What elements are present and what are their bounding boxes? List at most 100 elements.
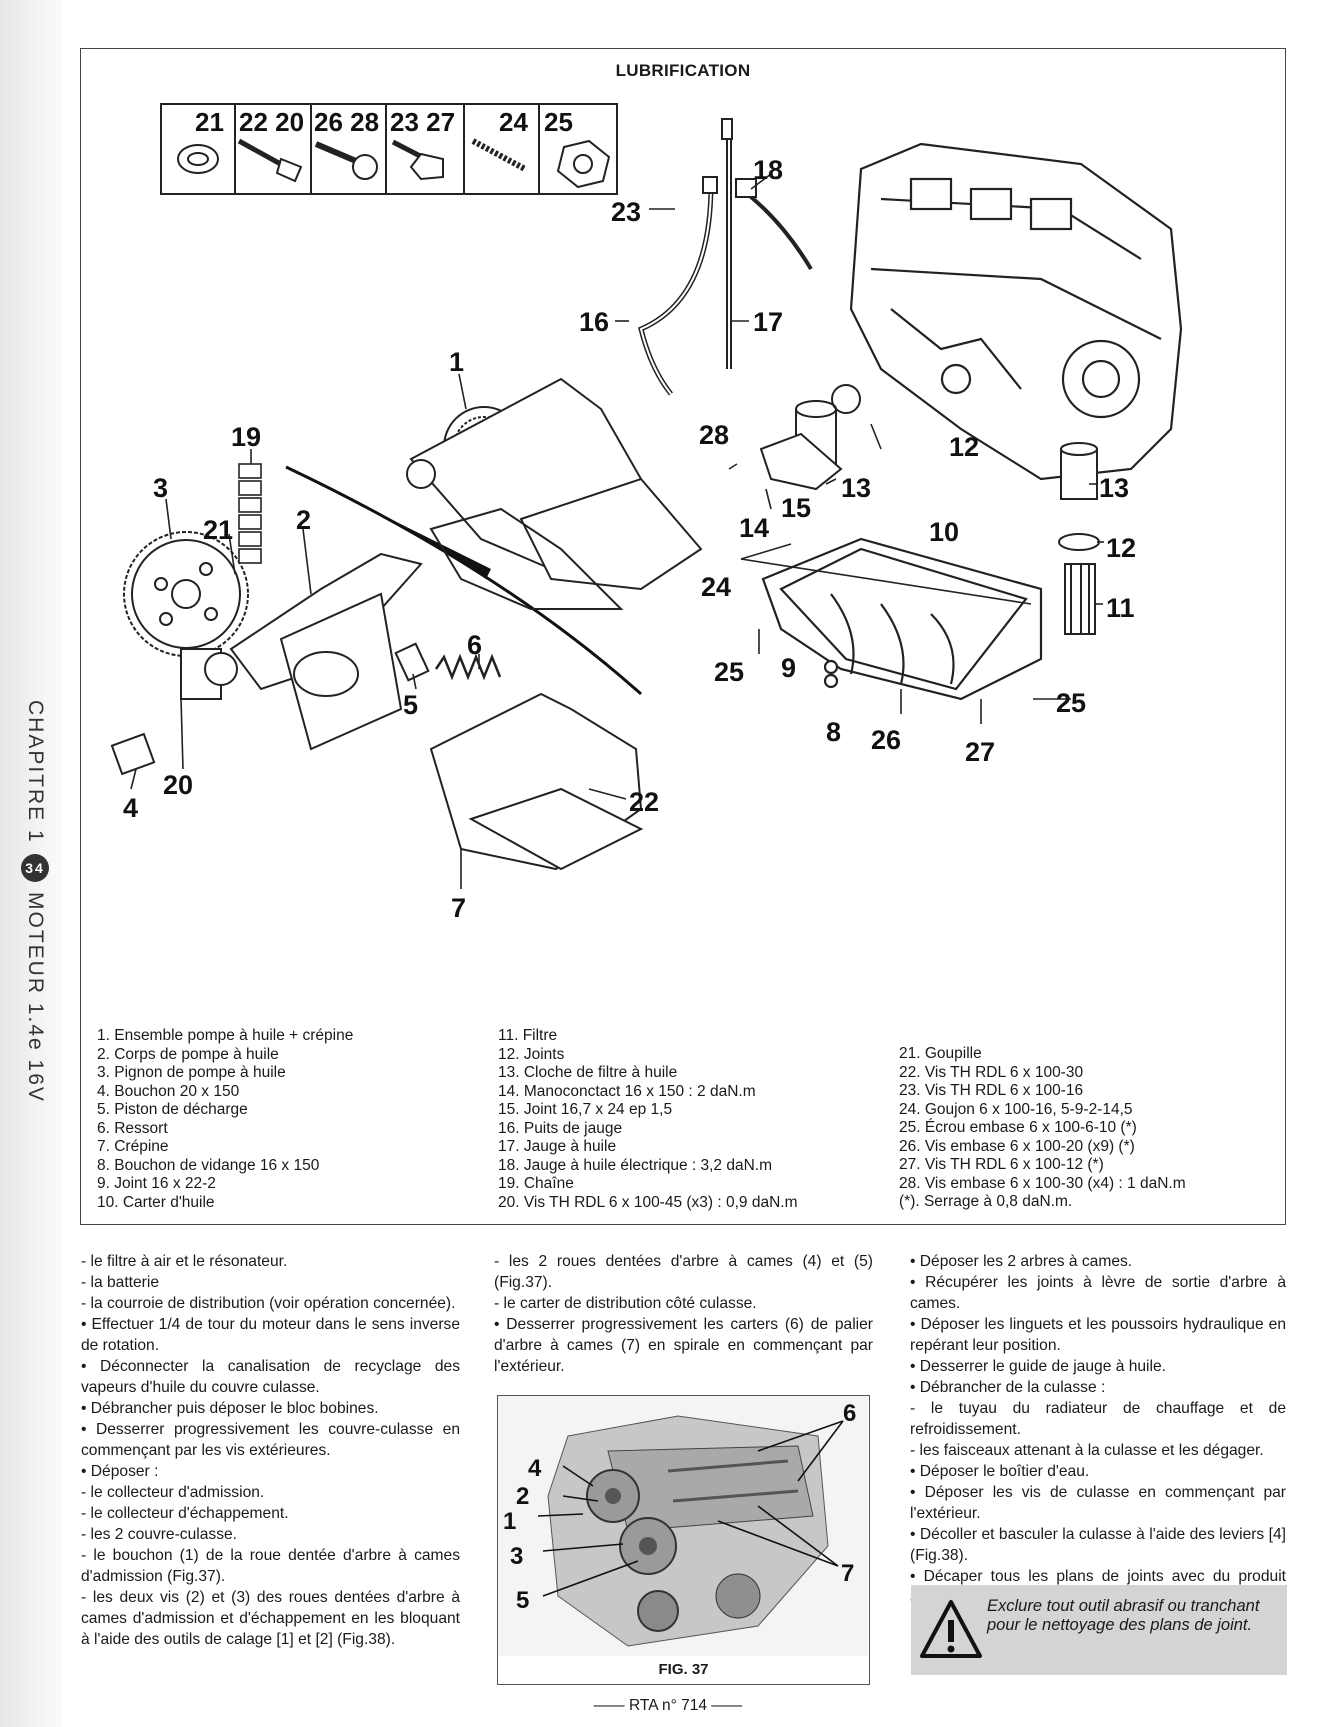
fastener-table-labels: 21 22 20 26 28 23 27 24 25: [195, 107, 573, 137]
warning-icon: [920, 1600, 982, 1658]
text-line: - le carter de distribution côté culasse…: [494, 1295, 757, 1312]
text-line: • Desserrer progressivement les couvre-c…: [81, 1421, 460, 1459]
legend-item: (*). Serrage à 0,8 daN.m.: [899, 1193, 1073, 1210]
text-line: • Débrancher puis déposer le bloc bobine…: [81, 1400, 379, 1417]
lubrification-figure: LUBRIFICATION 21 22 20 26 28 23 27 24 25: [80, 48, 1286, 1225]
exploded-diagram: 21 22 20 26 28 23 27 24 25: [110, 103, 1183, 923]
text-line: • Déconnecter la canalisation de recycla…: [81, 1358, 460, 1396]
page-number-badge: 34: [21, 853, 49, 882]
oil-strainer: [429, 507, 644, 871]
text-line: - le collecteur d'échappement.: [81, 1505, 289, 1522]
text-line: • Déposer le boîtier d'eau.: [910, 1463, 1090, 1480]
legend-item: 18. Jauge à huile électrique : 3,2 daN.m: [498, 1156, 773, 1174]
text-column-2: - les 2 roues dentées d'arbre à cames (4…: [494, 1251, 873, 1377]
leader-lines: [130, 173, 1104, 889]
text-line: - les faisceaux attenant à la culasse et…: [910, 1442, 1264, 1459]
text-line: • Déposer les vis de culasse en commença…: [910, 1484, 1286, 1522]
text-line: - le bouchon (1) de la roue dentée d'arb…: [81, 1547, 460, 1585]
callout-12a: 12: [949, 432, 979, 462]
oil-pump-gear: [123, 531, 249, 657]
callout-21: 21: [203, 515, 233, 545]
callout-8: 8: [826, 717, 841, 747]
legend-item: 24. Goujon 6 x 100-16, 5-9-2-14,5: [899, 1100, 1133, 1118]
callout-13b: 13: [841, 473, 871, 503]
callout-14: 14: [739, 513, 769, 543]
callout-6: 6: [467, 630, 482, 660]
callout-numbers: 1 2 3 4 5 6 7 8 9 10 11 12 12 13 13 14 1…: [123, 155, 1136, 923]
legend-item: 26. Vis embase 6 x 100-20 (x9) (*): [899, 1137, 1135, 1155]
engine-photo-illustration: 4 2 1 3 5 6 7: [498, 1396, 868, 1656]
figure-title: LUBRIFICATION: [615, 61, 751, 80]
oil-sump: [761, 537, 1043, 701]
text-line: • Débrancher de la culasse :: [910, 1379, 1106, 1396]
warning-callout: Exclure tout outil abrasif ou tranchant …: [911, 1585, 1287, 1675]
text-line: • Récupérer les joints à lèvre de sortie…: [910, 1274, 1286, 1312]
callout-5: 5: [403, 690, 418, 720]
hex-bolt-icon: [391, 139, 444, 181]
chapter-label: CHAPITRE 1: [24, 700, 47, 844]
legend-item: 1. Ensemble pompe à huile + crépine: [97, 1027, 354, 1044]
callout-22: 22: [629, 787, 659, 817]
legend-item: 19. Chaîne: [498, 1175, 574, 1192]
callout-16: 16: [579, 307, 609, 337]
legend-item: 3. Pignon de pompe à huile: [97, 1064, 286, 1081]
callout-25b: 25: [1056, 688, 1086, 718]
callout-18: 18: [753, 155, 783, 185]
legend-item: 10. Carter d'huile: [97, 1193, 215, 1211]
text-line: • Décoller et basculer la culasse à l'ai…: [910, 1526, 1286, 1564]
table-label-23-27: 23 27: [390, 107, 455, 137]
callout-1: 1: [449, 347, 464, 377]
legend-item: 12. Joints: [498, 1045, 565, 1063]
callout-13a: 13: [1099, 473, 1129, 503]
legend-item: 11. Filtre: [498, 1027, 558, 1044]
page-footer: —— RTA n° 714 ——: [593, 1697, 743, 1714]
fig37-photo: 4 2 1 3 5 6 7 FIG. 37: [497, 1395, 870, 1685]
text-line: • Desserrer le guide de jauge à huile.: [910, 1358, 1166, 1375]
legend-item: 23. Vis TH RDL 6 x 100-16: [899, 1082, 1084, 1099]
callout-17: 17: [753, 307, 783, 337]
callout-9: 9: [781, 653, 796, 683]
callout-27: 27: [965, 737, 995, 767]
text-line: - le filtre à air et le résonateur.: [81, 1253, 288, 1270]
text-line: - la courroie de distribution (voir opér…: [81, 1295, 456, 1312]
table-label-25: 25: [544, 107, 573, 137]
bolt-icon: [237, 138, 303, 183]
legend-item: 17. Jauge à huile: [498, 1138, 617, 1155]
photo-label-3: 3: [510, 1543, 523, 1570]
legend-column-3: 21. Goupille 22. Vis TH RDL 6 x 100-30 2…: [899, 1045, 1186, 1212]
callout-10: 10: [929, 517, 959, 547]
legend-item: 22. Vis TH RDL 6 x 100-30: [899, 1063, 1084, 1081]
callout-19: 19: [231, 422, 261, 452]
stud-icon: [471, 138, 527, 172]
callout-15: 15: [781, 493, 811, 523]
dowel-icon: [177, 144, 219, 174]
legend-item: 14. Manoconctact 16 x 150 : 2 daN.m: [498, 1082, 756, 1100]
legend-item: 7. Crépine: [97, 1138, 169, 1155]
callout-7: 7: [451, 893, 466, 923]
text-line: • Déposer les linguets et les poussoirs …: [910, 1316, 1286, 1354]
photo-label-2: 2: [516, 1483, 529, 1510]
pump-body: [180, 552, 423, 751]
flange-bolt-icon: [314, 141, 378, 180]
divider-wedge: [286, 467, 491, 579]
legend-item: 27. Vis TH RDL 6 x 100-12 (*): [899, 1156, 1104, 1173]
section-label: MOTEUR 1.4e 16V: [24, 891, 47, 1103]
legend-column-2: 11. Filtre 12. Joints 13. Cloche de filt…: [498, 1027, 798, 1212]
callout-3: 3: [153, 473, 168, 503]
legend-column-1: 1. Ensemble pompe à huile + crépine 2. C…: [97, 1027, 353, 1212]
table-label-24: 24: [499, 107, 528, 137]
chain: [238, 463, 262, 564]
legend-item: 28. Vis embase 6 x 100-30 (x4) : 1 daN.m: [899, 1174, 1186, 1192]
table-label-22-20: 22 20: [239, 107, 304, 137]
text-line: • Desserrer progressivement les carters …: [494, 1316, 873, 1375]
warning-text: Exclure tout outil abrasif ou tranchant …: [987, 1597, 1260, 1634]
photo-label-4: 4: [528, 1455, 542, 1482]
photo-label-6: 6: [843, 1400, 856, 1427]
callout-2: 2: [296, 505, 311, 535]
text-line: • Déposer :: [81, 1463, 159, 1480]
photo-label-7: 7: [841, 1560, 854, 1587]
legend-item: 6. Ressort: [97, 1119, 168, 1137]
text-column-3: • Déposer les 2 arbres à cames. • Récupé…: [910, 1251, 1286, 1608]
text-line: • Déposer les 2 arbres à cames.: [910, 1253, 1133, 1270]
legend-item: 9. Joint 16 x 22-2: [97, 1175, 216, 1192]
